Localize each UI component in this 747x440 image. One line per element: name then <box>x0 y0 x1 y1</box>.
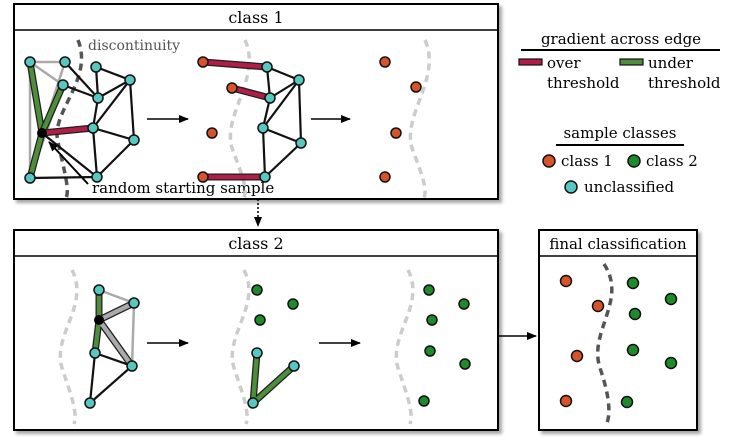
over-threshold-swatch <box>518 58 543 66</box>
graph-node <box>247 397 259 409</box>
class1-panel: class 1 <box>13 3 499 200</box>
class1-node <box>379 56 391 68</box>
class1-node <box>379 171 391 183</box>
starting-sample-node <box>94 315 104 325</box>
class1-node <box>206 127 218 139</box>
graph-node <box>295 137 307 149</box>
class1-step3-result <box>379 39 431 199</box>
graph-node <box>92 92 104 104</box>
graph-node <box>293 74 305 86</box>
graph-node <box>84 397 96 409</box>
under-threshold-swatch <box>619 58 644 66</box>
class2-node <box>628 307 642 321</box>
class2-node <box>254 314 266 326</box>
class1-node <box>390 127 402 139</box>
graph-node <box>57 79 69 91</box>
class1-node <box>559 274 573 288</box>
class2-node <box>664 292 678 306</box>
class2-node <box>459 358 471 370</box>
class2-node <box>664 356 678 370</box>
graph-node <box>251 347 263 359</box>
class1-node <box>197 56 209 68</box>
graph-node <box>257 122 269 134</box>
class2-panel: class 2 <box>13 229 499 431</box>
graph-node <box>89 347 101 359</box>
class2-node <box>423 284 435 296</box>
graph-node <box>124 74 136 86</box>
class2-legend-dot <box>627 154 641 168</box>
graph-node <box>128 297 140 309</box>
graph-node <box>93 284 105 296</box>
random-start-arrow <box>48 141 89 185</box>
class2-node <box>620 395 634 409</box>
class1-legend-label: class 1 <box>561 152 613 170</box>
graph-node <box>264 92 276 104</box>
graph-node <box>24 172 36 184</box>
legend: gradient across edge over threshold unde… <box>518 30 721 196</box>
unclassified-legend-label: unclassified <box>584 178 675 196</box>
class1-node <box>226 82 238 94</box>
class2-node <box>458 298 470 310</box>
random-start-label: random starting sample <box>92 179 274 197</box>
class2-node <box>426 314 438 326</box>
over-label-line1: over <box>547 54 581 72</box>
class1-step2-graph <box>197 39 307 199</box>
class2-node <box>418 395 430 407</box>
graph-node <box>24 56 36 68</box>
over-label-line2: threshold <box>547 74 620 92</box>
class2-node <box>287 298 299 310</box>
sample-legend-title: sample classes <box>563 124 676 142</box>
class1-title: class 1 <box>228 8 283 27</box>
graph-node <box>87 122 99 134</box>
discontinuity-label: discontinuity <box>88 38 180 54</box>
unclassified-legend-dot <box>564 180 578 194</box>
final-title: final classification <box>549 235 687 253</box>
class1-legend-dot <box>542 154 556 168</box>
class2-step3-result <box>394 269 471 425</box>
class2-node <box>424 345 436 357</box>
graph-node <box>59 56 71 68</box>
graph-node <box>128 134 140 146</box>
class2-node <box>626 276 640 290</box>
class1-step1-graph: discontinuity random starting sample <box>24 38 274 199</box>
under-label-line1: under <box>648 54 694 72</box>
class2-legend-label: class 2 <box>646 152 698 170</box>
gradient-legend-title: gradient across edge <box>541 30 701 48</box>
class1-node <box>559 394 573 408</box>
graph-node <box>261 61 273 73</box>
graph-node <box>288 360 300 372</box>
graph-node <box>126 360 138 372</box>
class2-node <box>251 284 263 296</box>
graph-node <box>259 171 271 183</box>
under-label-line2: threshold <box>648 74 721 92</box>
class2-title: class 2 <box>228 234 283 253</box>
graph-node <box>90 61 102 73</box>
class1-node <box>591 299 605 313</box>
graph-node <box>91 171 103 183</box>
class1-node <box>410 81 422 93</box>
class1-node <box>197 171 209 183</box>
class2-step1-graph <box>58 269 140 425</box>
class2-step2-graph <box>230 269 300 425</box>
final-discontinuity <box>596 263 614 427</box>
starting-sample-node <box>37 128 47 138</box>
class2-node <box>626 343 640 357</box>
final-panel: final classification <box>538 229 698 431</box>
class1-node <box>570 349 584 363</box>
